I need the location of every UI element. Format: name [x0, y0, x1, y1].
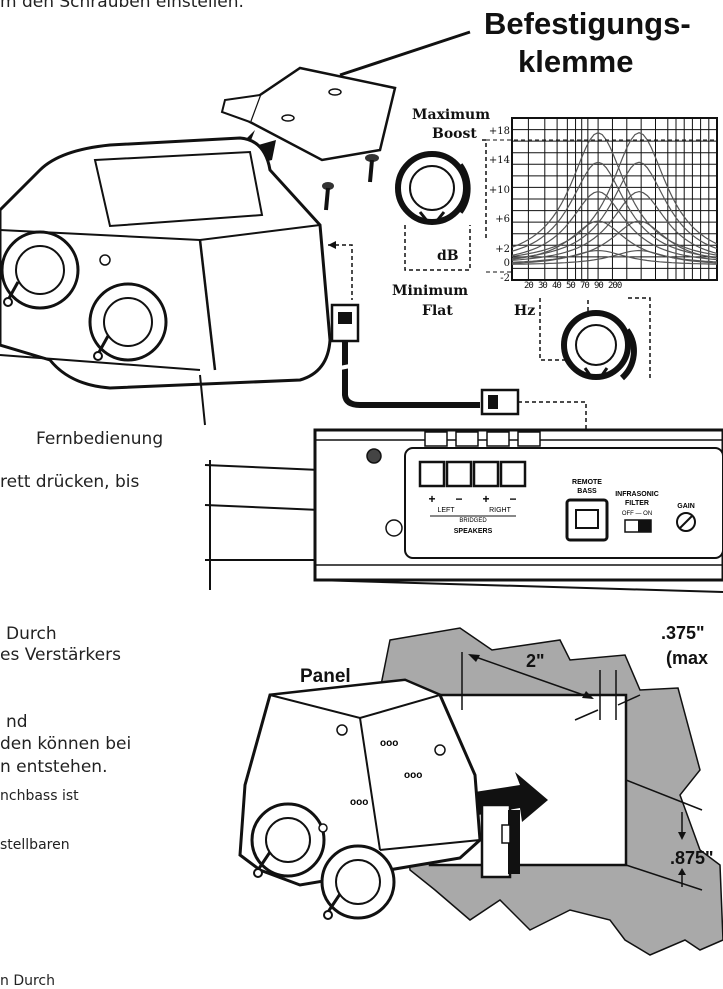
text-einstellbaren: stellbaren: [0, 837, 70, 853]
db-label: dB: [437, 248, 459, 264]
y-tick-label: +18: [488, 125, 510, 137]
x-tick-label: 90: [594, 281, 604, 291]
y-tick-label: +6: [495, 214, 510, 226]
filter-label-1: INFRASONIC: [615, 491, 659, 498]
dim-thickness-note: (max: [666, 648, 709, 668]
dim-height-label: .875": [670, 848, 714, 868]
boost-knob: [395, 151, 471, 225]
speaker-right-label: RIGHT: [489, 507, 512, 514]
remote-control-housing: [0, 136, 332, 390]
filter-label-3: OFF — ON: [622, 511, 652, 517]
screw-left: [322, 182, 334, 211]
y-tick-label: 0: [503, 258, 510, 270]
maximum-label: Maximum: [412, 107, 491, 123]
text-n-durch: n Durch: [0, 973, 55, 989]
panel-label: Panel: [300, 666, 351, 687]
amplifier-panel: + − + − LEFT RIGHT BRIDGED SPEAKERS REMO…: [199, 374, 723, 593]
svg-text:+: +: [482, 492, 489, 506]
svg-text:ooo: ooo: [404, 770, 422, 781]
x-tick-label: 200: [608, 281, 622, 291]
svg-text:−: −: [455, 492, 462, 506]
svg-text:ooo: ooo: [350, 797, 368, 808]
x-tick-label: 20: [524, 281, 534, 291]
text-brett-druecken: rett drücken, bis: [0, 472, 140, 492]
speaker-left-label: LEFT: [437, 507, 455, 514]
y-tick-label: +10: [488, 184, 510, 196]
text-fernbedienung: Fernbedienung: [36, 429, 164, 449]
y-tick-label: +2: [495, 243, 510, 255]
text-verstaerkers: es Verstärkers: [0, 645, 121, 665]
title-line2: klemme: [518, 44, 634, 79]
x-tick-label: 50: [566, 281, 576, 291]
svg-text:ooo: ooo: [380, 738, 398, 749]
dim-thickness-label: .375": [661, 623, 705, 643]
text-tiefbass: nchbass ist: [0, 788, 79, 804]
mounting-bracket: [220, 66, 397, 162]
title-line1: Befestigungs-: [484, 6, 691, 41]
panel-mounting-illustration: ooo ooo ooo: [238, 627, 723, 956]
text-werden-koennen: den können bei: [0, 734, 132, 754]
remote-installation-illustration: + − + − LEFT RIGHT BRIDGED SPEAKERS REMO…: [0, 30, 723, 593]
response-curve: [511, 132, 718, 256]
response-curve: [511, 249, 717, 265]
screw-right: [365, 154, 379, 183]
response-curve: [511, 220, 718, 263]
remote-label-2: BASS: [577, 488, 597, 495]
text-und: nd: [6, 712, 28, 732]
y-tick-label: +14: [488, 155, 510, 167]
response-curve: [511, 190, 718, 261]
text-durch: Durch: [6, 624, 57, 644]
response-curve: [511, 190, 718, 261]
top-text-fragment: m den Schrauben einstellen.: [0, 0, 244, 12]
text-entstehen: n entstehen.: [0, 757, 108, 777]
response-curve: [511, 249, 718, 265]
response-curve: [511, 161, 718, 258]
x-tick-label: 40: [552, 281, 562, 291]
response-curve: [511, 161, 718, 259]
x-tick-label: 70: [580, 281, 590, 291]
flat-label: Flat: [422, 303, 453, 319]
response-curve: [511, 132, 718, 257]
svg-text:−: −: [509, 492, 516, 506]
frequency-knob: [561, 310, 637, 381]
dim-width-label: 2": [526, 651, 545, 671]
remote-control-unit: ooo ooo ooo: [238, 678, 520, 920]
hz-label: Hz: [514, 303, 536, 319]
bridged-label: BRIDGED: [459, 518, 487, 524]
remote-label-1: REMOTE: [572, 479, 602, 486]
svg-text:+: +: [428, 492, 435, 506]
minimum-label: Minimum: [392, 283, 469, 299]
gain-label: GAIN: [677, 503, 695, 510]
filter-label-2: FILTER: [625, 500, 649, 507]
speakers-label: SPEAKERS: [454, 528, 493, 535]
cable-connector: [329, 303, 520, 416]
y-tick-label: -2: [500, 273, 510, 284]
boost-label: Boost: [432, 126, 477, 142]
x-tick-label: 30: [538, 281, 548, 291]
frequency-response-chart: [486, 117, 718, 281]
